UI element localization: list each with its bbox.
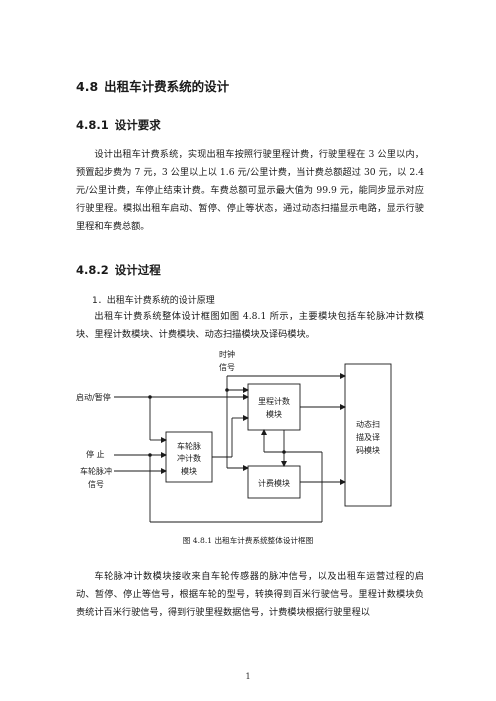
- section-title: 设计要求: [114, 118, 161, 132]
- paragraph-text: 设计出租车计费系统，实现出租车按照行驶里程计费，行驶里程在 3 公里以内，预置起…: [76, 149, 424, 232]
- principle-paragraph: 出租车计费系统整体设计框图如图 4.8.1 所示，主要模块包括车轮脉冲计数模块、…: [76, 308, 424, 344]
- wheel-pulse-label-2: 信号: [88, 479, 104, 489]
- stop-label: 停 止: [86, 449, 105, 459]
- fare-label: 计费模块: [258, 478, 290, 488]
- wheel-counter-label-2: 冲计数: [177, 453, 201, 463]
- wheel-counter-label-1: 车轮脉: [177, 441, 201, 451]
- scan-label-2: 描及译: [356, 432, 380, 442]
- junction-dot: [148, 395, 152, 399]
- junction-dot: [225, 388, 229, 392]
- paragraph-text: 车轮脉冲计数模块接收来自车轮传感器的脉冲信号，以及出租车运营过程的启动、暂停、停…: [76, 571, 424, 618]
- section-title: 设计过程: [114, 263, 161, 277]
- section-heading-requirements: 4.8.1 设计要求: [76, 117, 161, 133]
- mileage-label-2: 模块: [266, 409, 282, 419]
- junction-dot: [282, 450, 286, 454]
- module-description-paragraph: 车轮脉冲计数模块接收来自车轮传感器的脉冲信号，以及出租车运营过程的启动、暂停、停…: [76, 568, 424, 622]
- junction-dot: [148, 453, 152, 457]
- chapter-number: 4.8: [76, 79, 99, 94]
- wheel-pulse-label-1: 车轮脉冲: [80, 466, 112, 476]
- page-number: 1: [245, 672, 251, 681]
- mileage-label-1: 里程计数: [258, 396, 290, 406]
- start-pause-label: 启动/暂停: [76, 392, 111, 402]
- section-heading-process: 4.8.2 设计过程: [76, 262, 161, 278]
- section-number: 4.8.1: [76, 118, 109, 132]
- scan-decode-box: [344, 363, 392, 507]
- clock-label-1: 时钟: [219, 349, 235, 359]
- section-number: 4.8.2: [76, 263, 109, 277]
- chapter-heading: 4.8 出租车计费系统的设计: [76, 76, 229, 95]
- requirements-paragraph: 设计出租车计费系统，实现出租车按照行驶里程计费，行驶里程在 3 公里以内，预置起…: [76, 146, 424, 236]
- scan-label-3: 码模块: [356, 445, 380, 455]
- wheel-counter-label-3: 模块: [181, 466, 197, 476]
- subsection-heading: 1．出租车计费系统的设计原理: [92, 296, 215, 306]
- chapter-title: 出租车计费系统的设计: [104, 79, 230, 94]
- scan-label-1: 动态扫: [356, 419, 380, 429]
- clock-label-2: 信号: [219, 362, 235, 372]
- mileage-counter-box: [247, 383, 301, 431]
- figure-caption: 图 4.8.1 出租车计费系统整体设计框图: [182, 536, 314, 545]
- paragraph-text: 出租车计费系统整体设计框图如图 4.8.1 所示，主要模块包括车轮脉冲计数模块、…: [76, 311, 424, 340]
